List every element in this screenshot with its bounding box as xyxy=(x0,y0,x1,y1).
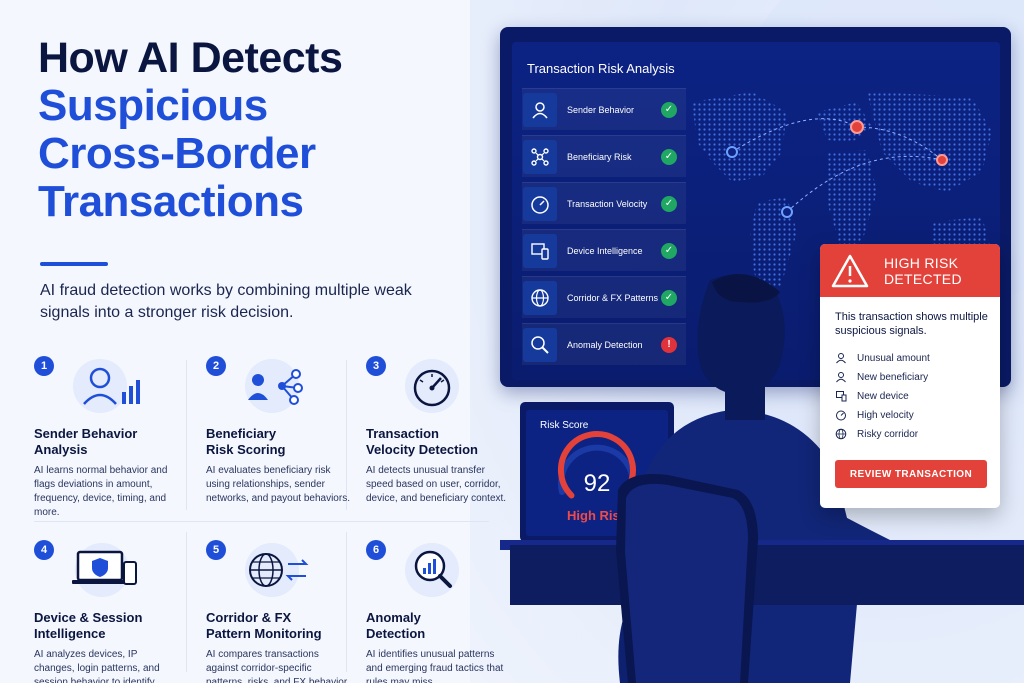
page-title: How AI Detects Suspicious Cross-Border T… xyxy=(38,34,458,226)
signal-risky-corridor: Risky corridor xyxy=(835,428,918,440)
title-underline xyxy=(40,262,108,266)
signal-new-beneficiary: New beneficiary xyxy=(835,371,928,383)
check-icon: ✓ xyxy=(661,101,677,118)
network-user-icon xyxy=(245,359,303,413)
user-icon xyxy=(836,372,846,383)
globe-icon xyxy=(835,428,847,440)
check-icon: ✓ xyxy=(661,148,677,165)
review-transaction-button[interactable]: REVIEW TRANSACTION xyxy=(835,460,987,488)
gauge-icon xyxy=(523,186,557,221)
signal-label: New beneficiary xyxy=(857,371,929,383)
signal-label: Unusual amount xyxy=(857,352,930,364)
title-line-2: Suspicious xyxy=(38,81,268,130)
feature-number: 1 xyxy=(34,356,54,376)
risk-item-transaction-velocity[interactable]: Transaction Velocity ✓ xyxy=(522,182,686,224)
risk-item-label: Corridor & FX Patterns xyxy=(567,292,659,303)
risk-score-value: 92 xyxy=(583,470,611,497)
globe-exchange-icon xyxy=(245,543,309,597)
user-icon xyxy=(523,92,557,127)
check-icon: ✓ xyxy=(661,195,677,212)
feature-number: 3 xyxy=(366,356,386,376)
feature-description: AI analyzes devices, IP changes, login p… xyxy=(34,649,160,683)
risk-level: High Risk xyxy=(567,508,627,523)
device-icon xyxy=(836,391,847,402)
feature-description: AI identifies unusual patterns and emerg… xyxy=(366,649,504,683)
risk-item-corridor-fx[interactable]: Corridor & FX Patterns ✓ xyxy=(522,276,686,318)
network-icon xyxy=(523,139,557,174)
check-icon: ✓ xyxy=(661,289,677,306)
title-line-1: How AI Detects xyxy=(38,34,343,82)
grid-divider xyxy=(186,532,187,672)
grid-divider xyxy=(346,360,347,510)
feature-description: AI detects unusual transfer speed based … xyxy=(366,465,507,504)
risk-item-anomaly-detection[interactable]: Anomaly Detection ! xyxy=(522,323,686,365)
feature-description: AI compares transactions against corrido… xyxy=(206,649,350,683)
globe-icon xyxy=(523,280,557,315)
signal-unusual-amount: Unusual amount xyxy=(835,352,930,364)
feature-description: AI learns normal behavior and flags devi… xyxy=(34,465,168,518)
devices-shield-icon xyxy=(72,543,137,597)
device-icon xyxy=(523,233,557,268)
risk-gauge xyxy=(557,431,636,499)
speedometer-icon xyxy=(405,359,459,413)
grid-divider xyxy=(34,521,489,522)
feature-number: 5 xyxy=(206,540,226,560)
check-icon: ✓ xyxy=(661,242,677,259)
risk-item-device-intelligence[interactable]: Device Intelligence ✓ xyxy=(522,229,686,271)
alert-message: This transaction shows multiple suspicio… xyxy=(835,311,988,337)
signal-new-device: New device xyxy=(835,390,909,402)
world-map xyxy=(692,92,992,312)
grid-divider xyxy=(186,360,187,510)
panel-title: Transaction Risk Analysis xyxy=(527,61,675,76)
risk-gauge-fill xyxy=(557,431,636,499)
feature-number: 6 xyxy=(366,540,386,560)
risk-item-label: Anomaly Detection xyxy=(567,339,643,350)
risk-item-label: Sender Behavior xyxy=(567,104,635,115)
signal-high-velocity: High velocity xyxy=(835,409,914,421)
warning-icon xyxy=(831,254,869,287)
risk-item-label: Transaction Velocity xyxy=(567,198,648,209)
risk-item-sender-behavior[interactable]: Sender Behavior ✓ xyxy=(522,88,686,130)
grid-divider xyxy=(346,532,347,672)
magnifier-chart-icon xyxy=(405,543,459,597)
signal-label: Risky corridor xyxy=(857,428,919,440)
search-icon xyxy=(523,327,557,362)
feature-number: 2 xyxy=(206,356,226,376)
user-icon xyxy=(836,353,846,364)
alert-icon: ! xyxy=(661,336,677,353)
risk-item-label: Device Intelligence xyxy=(567,245,643,256)
desk xyxy=(510,545,1024,605)
risk-item-label: Beneficiary Risk xyxy=(567,151,632,162)
feature-number: 4 xyxy=(34,540,54,560)
subtitle: AI fraud detection works by combining mu… xyxy=(40,282,412,321)
chair xyxy=(616,474,758,683)
gauge-icon xyxy=(836,410,846,421)
title-line-4: Transactions xyxy=(38,177,304,226)
feature-description: AI evaluates beneficiary risk using rela… xyxy=(206,465,350,504)
risk-score-label: Risk Score xyxy=(540,420,589,431)
title-line-3: Cross-Border xyxy=(38,129,316,178)
signal-label: High velocity xyxy=(857,409,914,421)
user-chart-icon xyxy=(73,359,140,413)
signal-label: New device xyxy=(857,390,909,402)
risk-item-beneficiary-risk[interactable]: Beneficiary Risk ✓ xyxy=(522,135,686,177)
